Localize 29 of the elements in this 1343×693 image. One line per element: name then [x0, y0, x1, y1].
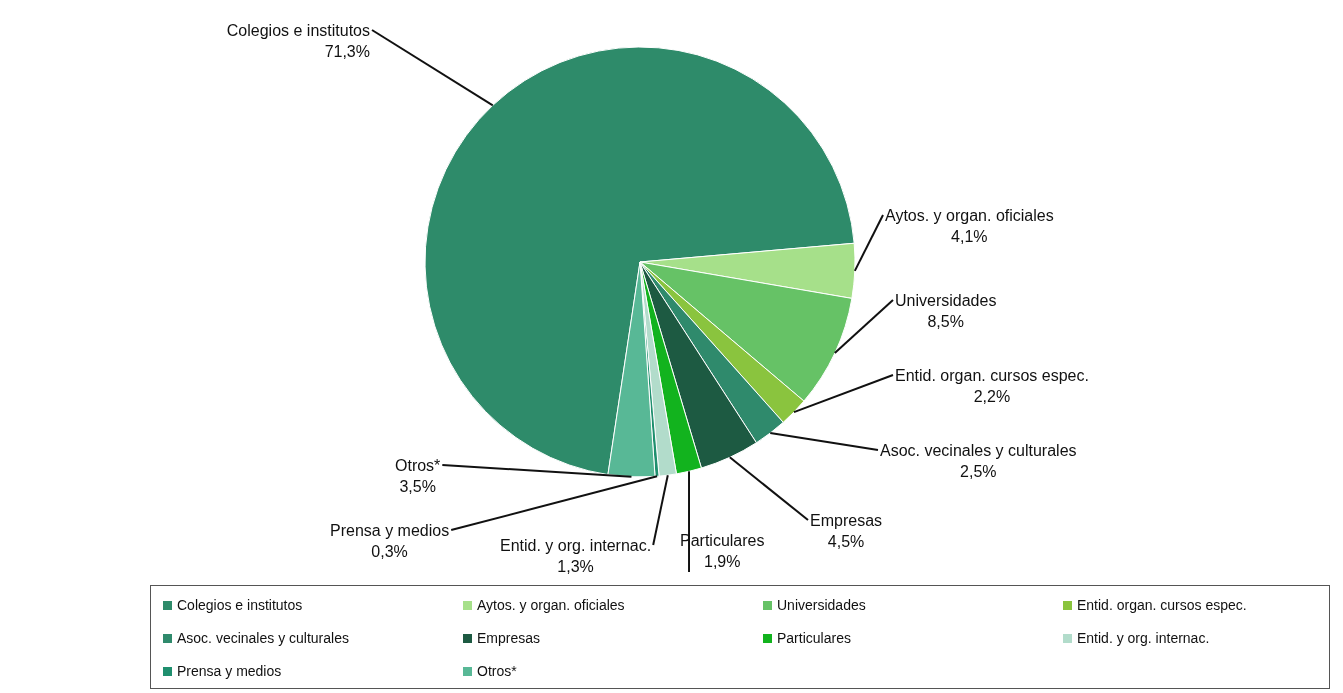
- category-label: Entid. organ. cursos espec.: [895, 366, 1089, 386]
- value-label: 1,3%: [556, 557, 595, 577]
- legend-label: Entid. y org. internac.: [1077, 629, 1210, 647]
- legend-label: Empresas: [477, 629, 541, 647]
- value-label: 2,2%: [972, 387, 1012, 407]
- value-label: 8,5%: [926, 312, 965, 332]
- legend-label: Otros*: [477, 662, 517, 680]
- legend-label: Universidades: [777, 596, 866, 614]
- value-label: 1,9%: [703, 552, 742, 572]
- category-label: Otros*: [395, 456, 441, 476]
- category-label: Universidades: [895, 291, 997, 311]
- category-label: Aytos. y organ. oficiales: [885, 206, 1054, 226]
- legend-label: Prensa y medios: [177, 662, 282, 680]
- category-label: Empresas: [810, 511, 883, 531]
- value-label: 3,5%: [398, 477, 437, 497]
- category-label: Entid. y org. internac.: [500, 536, 652, 556]
- category-label: Colegios e institutos: [225, 21, 370, 41]
- category-label: Asoc. vecinales y culturales: [880, 441, 1077, 461]
- value-label: 4,1%: [950, 227, 989, 247]
- legend-label: Colegios e institutos: [177, 596, 303, 614]
- value-label: 71,3%: [323, 42, 370, 62]
- legend-label: Particulares: [777, 629, 851, 647]
- value-label: 0,3%: [370, 542, 409, 562]
- category-label: Prensa y medios: [330, 521, 450, 541]
- value-label: 4,5%: [826, 532, 866, 552]
- legend-label: Entid. organ. cursos espec.: [1077, 596, 1247, 614]
- value-label: 2,5%: [959, 462, 998, 482]
- legend-label: Aytos. y organ. oficiales: [477, 596, 625, 614]
- legend-label: Asoc. vecinales y culturales: [177, 629, 349, 647]
